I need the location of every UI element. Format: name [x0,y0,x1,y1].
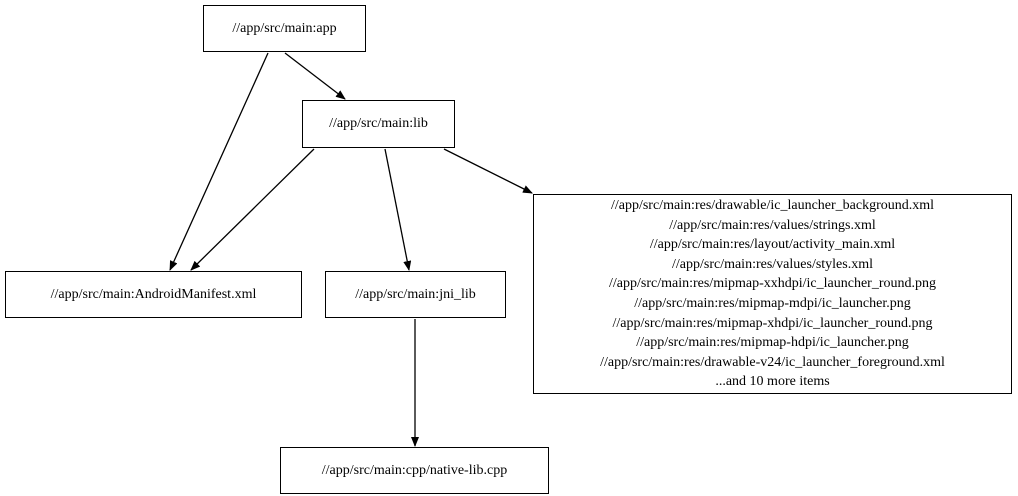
graph-node-native-lib-cpp[interactable]: //app/src/main:cpp/native-lib.cpp [280,447,549,494]
graph-node-res-bundle-label: //app/src/main:res/drawable/ic_launcher_… [600,198,945,390]
graph-node-app-label: //app/src/main:app [232,20,337,36]
graph-edge-lib-to-res-bundle [443,148,533,194]
graph-edge-lib-to-jni-lib [384,148,412,271]
graph-node-jni-lib[interactable]: //app/src/main:jni_lib [325,271,506,318]
graph-edge-app-to-lib [284,52,346,100]
graph-node-lib-label: //app/src/main:lib [329,116,428,132]
graph-edge-app-to-manifest [169,52,269,271]
graph-node-android-manifest[interactable]: //app/src/main:AndroidManifest.xml [5,271,302,318]
graph-node-native-lib-cpp-label: //app/src/main:cpp/native-lib.cpp [321,462,508,478]
graph-node-android-manifest-label: //app/src/main:AndroidManifest.xml [50,286,257,302]
graph-node-lib[interactable]: //app/src/main:lib [302,100,455,148]
graph-node-app[interactable]: //app/src/main:app [203,5,366,52]
graph-edge-lib-to-manifest [190,148,315,271]
graph-node-jni-lib-label: //app/src/main:jni_lib [355,286,476,302]
graph-node-res-bundle[interactable]: //app/src/main:res/drawable/ic_launcher_… [533,194,1012,394]
